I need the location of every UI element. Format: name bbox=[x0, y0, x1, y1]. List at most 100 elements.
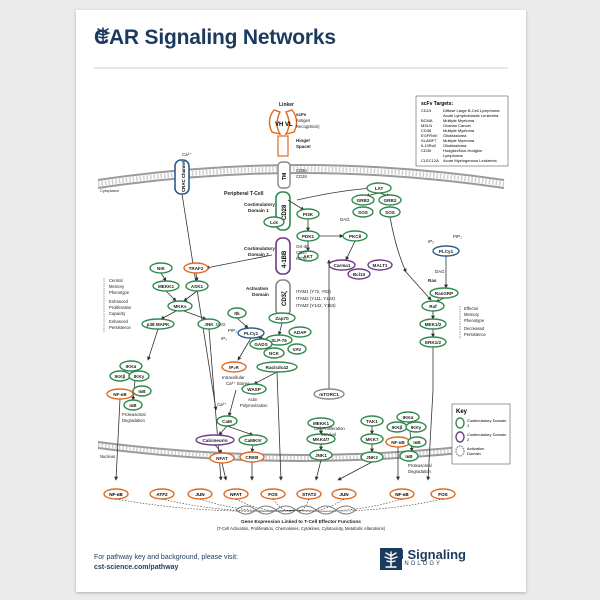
node-jnk bbox=[197, 318, 221, 330]
pathway-arrow bbox=[181, 193, 218, 411]
label-costim2: Costimulatory bbox=[244, 246, 275, 251]
node-label-plcg1b: PLCγ1 bbox=[439, 249, 454, 254]
pathway-arrow bbox=[183, 310, 207, 320]
transcription-factor-label: NF-κB bbox=[109, 492, 123, 497]
gene-expression-subtitle: (T-Cell Activation, Proliferation, Chemo… bbox=[217, 526, 386, 531]
node-mtorc1 bbox=[313, 388, 345, 400]
pathway-arrow bbox=[165, 290, 177, 302]
node-label-rasgrp: RasGRP bbox=[435, 291, 453, 296]
transcription-factor-label: NFAT bbox=[230, 492, 242, 497]
pathway-arrow bbox=[287, 199, 305, 211]
node-carma1 bbox=[328, 259, 356, 271]
pathway-arrow bbox=[276, 371, 283, 481]
pathway-arrow bbox=[237, 337, 252, 361]
tf-to-dna-arrow bbox=[295, 498, 403, 512]
node-sosb bbox=[379, 206, 401, 218]
pathway-arrow bbox=[236, 317, 249, 329]
node-label-ikb1: IκB bbox=[138, 389, 146, 394]
node-wasp bbox=[241, 383, 267, 395]
pathway-arrow bbox=[160, 310, 177, 320]
node-label-mekk1b: MEKK1 bbox=[313, 421, 330, 426]
node-label-ikb1b: IκB bbox=[129, 403, 137, 408]
pathway-arrow bbox=[183, 290, 198, 302]
label-scfv: scFv bbox=[296, 112, 307, 117]
label-dec1: Decreased bbox=[464, 326, 485, 331]
tf-to-dna-arrow bbox=[295, 498, 310, 512]
pathway-arrow bbox=[227, 389, 237, 417]
scfv-indication: Diffuse Large B-Cell Lymphoma bbox=[443, 108, 500, 113]
node-label-zap70: Zap70 bbox=[275, 316, 289, 321]
label-cellprol1: Cell Proliferation bbox=[314, 426, 345, 431]
label-enh1: Enhanced bbox=[109, 299, 129, 304]
label-enh5: Persistence bbox=[109, 325, 132, 330]
node-nfat bbox=[209, 452, 235, 464]
label-recognition: Recognition) bbox=[296, 124, 320, 129]
label-central3: Phenotype bbox=[109, 290, 130, 295]
node-sosa bbox=[352, 206, 374, 218]
pathway-arrow bbox=[226, 425, 254, 436]
scfv-target: CLEC12A bbox=[421, 158, 439, 163]
vh-label: VH bbox=[275, 122, 283, 128]
node-label-sosa: SOS bbox=[358, 210, 368, 215]
node-label-ikb2: IκB bbox=[413, 440, 421, 445]
scfv-target: MSLN bbox=[421, 123, 432, 128]
node-label-nck: NCK bbox=[269, 351, 280, 356]
label-dec2: Persistence bbox=[464, 332, 487, 337]
node-erk bbox=[419, 336, 447, 348]
node-jnk1 bbox=[309, 449, 333, 461]
pathway-arrow bbox=[405, 271, 432, 301]
label-dag2: DAG bbox=[216, 322, 226, 327]
node-grb2a bbox=[351, 194, 375, 206]
scfv-indication: Multiple Myeloma bbox=[443, 118, 475, 123]
label-intracell2: Ca²⁺ Stores bbox=[226, 381, 250, 386]
tree-logo-icon bbox=[96, 27, 110, 43]
pathway-arrow bbox=[214, 444, 223, 454]
scfv-target: EGFRvIII bbox=[421, 133, 437, 138]
label-ip3b: IP₃ bbox=[428, 239, 434, 244]
node-label-slp76: SLP-76 bbox=[271, 338, 287, 343]
scfv-indication: Ovarian Cancer bbox=[443, 123, 472, 128]
label-eff2: Memory bbox=[464, 312, 480, 317]
label-cd8a: CD8α bbox=[296, 168, 307, 173]
node-label-pkc: PKCθ bbox=[349, 234, 362, 239]
label-enh2: Proliferation bbox=[109, 305, 132, 310]
node-nck bbox=[263, 347, 285, 359]
transcription-factor-label: JUN bbox=[195, 492, 205, 497]
dna-helix bbox=[235, 505, 357, 515]
transcription-factor-label: FOS bbox=[438, 492, 447, 497]
car-receptor: VH VL TM CD28 4-1BB CD3ζ bbox=[268, 109, 298, 317]
node-ip3r bbox=[221, 361, 247, 373]
node-label-nfkb1: NF-κB bbox=[113, 392, 127, 397]
node-label-ip3r: IP₃R bbox=[229, 365, 239, 370]
footer-url[interactable]: cst-science.com/pathway bbox=[94, 564, 179, 571]
node-raf bbox=[421, 300, 445, 312]
scfv-indication: Lymphoma bbox=[443, 153, 463, 158]
node-mkk47 bbox=[306, 433, 336, 445]
scfv-table-title: scFv Targets: bbox=[421, 101, 453, 107]
node-label-sosb: SOS bbox=[385, 210, 395, 215]
gene-expression-title: Gene Expression Linked to T-Cell Effecto… bbox=[241, 519, 361, 525]
node-itk bbox=[227, 307, 247, 319]
label-itam1: ITAM1 (Y72, Y83) bbox=[296, 289, 331, 294]
pathway-arrow bbox=[253, 371, 278, 385]
node-akt bbox=[297, 250, 319, 262]
transcription-factor-label: NF-κB bbox=[395, 492, 409, 497]
node-cam bbox=[216, 415, 238, 427]
node-malt1 bbox=[367, 259, 393, 271]
node-p38 bbox=[141, 318, 175, 330]
label-enh4: Enhanced bbox=[109, 319, 129, 324]
label-dag1: DAG bbox=[340, 217, 350, 222]
node-ikkg2 bbox=[405, 421, 427, 433]
label-ras: Ras bbox=[428, 278, 437, 283]
node-adap bbox=[288, 326, 312, 338]
poster: CAR Signaling Networks scFv Targets: CD1… bbox=[76, 10, 526, 592]
pathway-arrow bbox=[389, 216, 407, 273]
node-label-cam: CaM bbox=[222, 419, 232, 424]
footer-line1: For pathway key and background, please v… bbox=[94, 554, 238, 561]
key-title: Key bbox=[456, 409, 468, 415]
node-ikka2 bbox=[396, 411, 420, 423]
